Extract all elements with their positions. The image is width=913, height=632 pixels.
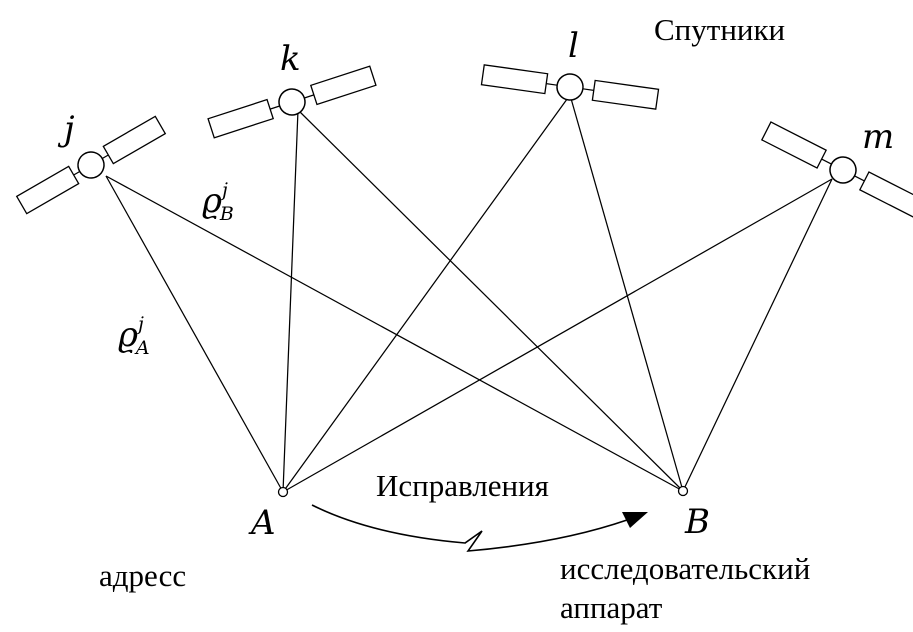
links-from-b <box>105 94 833 492</box>
satellites-title: Спутники <box>654 12 786 47</box>
arrow-head <box>622 512 648 528</box>
link-b-l <box>569 94 684 492</box>
station-label-a: A <box>251 503 276 543</box>
satellite-body <box>556 73 584 101</box>
solar-panel-left <box>480 64 549 95</box>
range-subscript: A <box>135 336 150 359</box>
station-a-caption: адресс <box>99 558 187 593</box>
satellite-label-k: k <box>280 39 301 79</box>
link-a-k <box>282 109 299 493</box>
station-label-b: B <box>685 502 710 542</box>
satellite-label-l: l <box>568 26 579 66</box>
range-superscript: j <box>138 312 144 335</box>
range-superscript: j <box>222 178 228 201</box>
range-symbol: ϱ <box>118 315 138 355</box>
solar-panel-right <box>102 115 167 165</box>
satellite-body <box>77 151 105 179</box>
solar-panel-left <box>760 121 828 169</box>
satellite-m <box>760 121 913 219</box>
solar-panel-right <box>309 65 377 106</box>
link-b-j <box>105 175 684 492</box>
link-a-m <box>282 178 833 493</box>
link-a-l <box>282 94 571 493</box>
corrections-label: Исправления <box>376 468 549 503</box>
satellite-label-j: j <box>64 109 75 149</box>
solar-panel-left <box>207 98 275 139</box>
range-label-b-j: ϱjB <box>202 180 234 225</box>
link-b-k <box>297 109 684 492</box>
range-subscript: B <box>219 202 234 225</box>
satellite-j <box>15 115 167 215</box>
solar-panel-left <box>15 165 80 215</box>
link-a-j <box>105 175 284 493</box>
links-from-a <box>105 94 833 493</box>
station-b-caption-line1: исследовательский <box>560 551 811 586</box>
range-label-a-j: ϱjA <box>118 314 150 359</box>
station-a-marker <box>277 486 289 498</box>
corrections-arrow <box>311 504 648 552</box>
station-b-caption-line2: аппарат <box>560 590 663 625</box>
satellite-k <box>207 65 377 139</box>
link-b-m <box>682 178 833 492</box>
station-b-marker <box>677 485 689 497</box>
satellite-l <box>480 64 660 110</box>
satellite-label-m: m <box>862 117 895 157</box>
solar-panel-right <box>858 171 913 219</box>
satellite-body <box>278 88 306 116</box>
satellite-body <box>829 156 857 184</box>
solar-panel-right <box>591 79 660 110</box>
range-symbol: ϱ <box>202 181 222 221</box>
